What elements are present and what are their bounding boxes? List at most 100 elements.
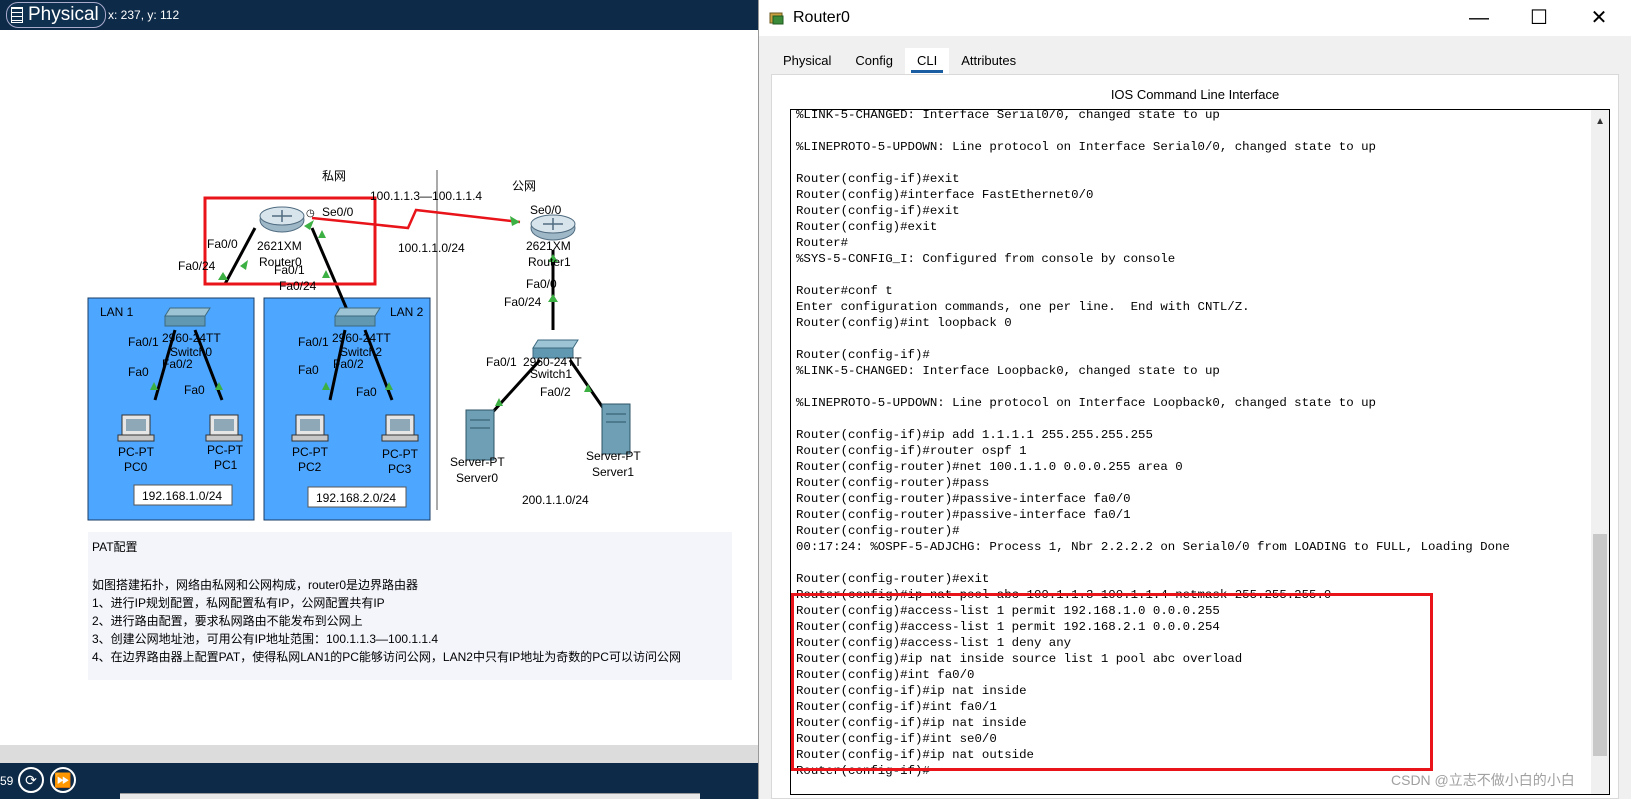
link-sw0-pc0 bbox=[153, 329, 177, 401]
server1-device[interactable] bbox=[601, 403, 631, 455]
window-titlebar[interactable]: Router0 — ☐ ✕ bbox=[759, 0, 1631, 36]
lan1-label: LAN 1 bbox=[100, 305, 134, 319]
pc0-port: Fa0 bbox=[128, 365, 149, 379]
router0-fa1-port: Fa0/1 bbox=[274, 263, 305, 277]
server0-device[interactable] bbox=[465, 409, 495, 461]
router0-fa0-port: Fa0/0 bbox=[207, 237, 238, 251]
close-button[interactable]: ✕ bbox=[1590, 7, 1608, 29]
sw2-p2-port: Fa0/2 bbox=[333, 357, 364, 371]
serial-network-label: 100.1.1.0/24 bbox=[398, 241, 465, 255]
lan2-area bbox=[263, 297, 431, 521]
switch2-name: Switch2 bbox=[340, 345, 382, 359]
router1-model: 2621XM bbox=[526, 239, 571, 253]
sw0-p1-port: Fa0/1 bbox=[128, 335, 159, 349]
fast-forward-icon: ⏩ bbox=[54, 772, 72, 788]
switch1-name: Switch1 bbox=[530, 367, 572, 381]
server1-name: Server1 bbox=[592, 465, 634, 479]
switch0-device[interactable] bbox=[164, 307, 211, 327]
switch2-device[interactable] bbox=[334, 307, 381, 327]
pc1-name: PC1 bbox=[214, 458, 238, 472]
public-subnet: 200.1.1.0/24 bbox=[522, 493, 589, 507]
description-line: 1、进行IP规划配置，私网配置私有IP，公网配置共有IP bbox=[92, 596, 385, 610]
switch0-model: 2960-24TT bbox=[162, 331, 221, 345]
router1-name: Router1 bbox=[528, 255, 571, 269]
physical-mode-button[interactable]: Physical bbox=[6, 2, 106, 28]
description-line: 2、进行路由配置，要求私网路由不能发布到公网上 bbox=[92, 614, 363, 628]
description-line: 如图搭建拓扑，网络由私网和公网构成，router0是边界路由器 bbox=[92, 578, 419, 592]
pc2-port: Fa0 bbox=[298, 363, 319, 377]
lan1-subnet: 192.168.1.0/24 bbox=[142, 489, 222, 503]
pc0-device[interactable] bbox=[117, 414, 155, 442]
pc3-type: PC-PT bbox=[382, 447, 419, 461]
network-topology[interactable]: 私网 公网 100.1.1.3—100.1.1.4 100.1.1.0/24 ◷… bbox=[0, 30, 758, 540]
private-network-label: 私网 bbox=[322, 169, 346, 183]
fast-forward-button[interactable]: ⏩ bbox=[50, 767, 76, 793]
router1-device[interactable] bbox=[530, 214, 576, 241]
lan1-subnet-box bbox=[133, 484, 233, 506]
tab-attributes[interactable]: Attributes bbox=[949, 48, 1029, 74]
router1-se-port: Se0/0 bbox=[530, 203, 562, 217]
sw1-uplink-port: Fa0/24 bbox=[504, 295, 542, 309]
pc3-port: Fa0 bbox=[356, 385, 377, 399]
pc1-type: PC-PT bbox=[207, 443, 244, 457]
clock-icon: ◷ bbox=[306, 208, 315, 219]
tab-cli[interactable]: CLI bbox=[905, 48, 950, 74]
router0-se-port: Se0/0 bbox=[322, 205, 354, 219]
pool-range-label: 100.1.1.3—100.1.1.4 bbox=[370, 189, 482, 203]
window-title: Router0 bbox=[793, 9, 850, 26]
terminal-scrollbar[interactable]: ▲ bbox=[1591, 110, 1609, 794]
pc2-name: PC2 bbox=[298, 460, 322, 474]
pc1-port: Fa0 bbox=[184, 383, 205, 397]
task-description: PAT配置 如图搭建拓扑，网络由私网和公网构成，router0是边界路由器 1、… bbox=[88, 532, 732, 680]
link-r0-sw2 bbox=[310, 227, 350, 313]
description-title: PAT配置 bbox=[92, 540, 138, 554]
sw0-p2-port: Fa0/2 bbox=[162, 357, 193, 371]
sw0-uplink-port: Fa0/24 bbox=[178, 259, 216, 273]
time-display: 59 bbox=[0, 774, 14, 788]
router0-device[interactable] bbox=[259, 206, 305, 233]
pc2-device[interactable] bbox=[291, 414, 329, 442]
pc2-type: PC-PT bbox=[292, 445, 329, 459]
link-sw2-pc2 bbox=[328, 329, 347, 401]
cli-panel: IOS Command Line Interface %LINK-5-CHANG… bbox=[771, 74, 1619, 799]
scroll-thumb[interactable] bbox=[1593, 534, 1607, 756]
device-tabs: Physical Config CLI Attributes bbox=[771, 48, 1029, 74]
maximize-button[interactable]: ☐ bbox=[1530, 7, 1548, 29]
server0-name: Server0 bbox=[456, 471, 498, 485]
server0-type: Server-PT bbox=[450, 455, 505, 469]
tab-physical[interactable]: Physical bbox=[771, 48, 844, 74]
workspace[interactable]: Physical x: 237, y: 112 bbox=[0, 0, 758, 799]
public-network-label: 公网 bbox=[512, 179, 536, 193]
server1-type: Server-PT bbox=[586, 449, 641, 463]
tab-config[interactable]: Config bbox=[843, 48, 905, 74]
switch2-model: 2960-24TT bbox=[332, 331, 391, 345]
lan2-label: LAN 2 bbox=[390, 305, 424, 319]
description-line: 4、在边界路由器上配置PAT，使得私网LAN1的PC能够访问公网，LAN2中只有… bbox=[92, 650, 681, 664]
terminal-output: %LINK-5-CHANGED: Interface Serial0/0, ch… bbox=[796, 109, 1510, 778]
sw2-p1-port: Fa0/1 bbox=[298, 335, 329, 349]
switch1-model: 2960-24TT bbox=[523, 355, 582, 369]
pc1-device[interactable] bbox=[205, 414, 243, 442]
router0-name: Router0 bbox=[259, 255, 302, 269]
scroll-up-icon[interactable]: ▲ bbox=[1595, 116, 1605, 127]
timeline-track[interactable] bbox=[0, 745, 758, 763]
router1-fa0-port: Fa0/0 bbox=[526, 277, 557, 291]
minimize-button[interactable]: — bbox=[1469, 7, 1489, 29]
lan2-subnet: 192.168.2.0/24 bbox=[316, 491, 396, 505]
cli-title: IOS Command Line Interface bbox=[1110, 87, 1280, 102]
pc3-name: PC3 bbox=[388, 462, 412, 476]
switch1-device[interactable] bbox=[532, 339, 579, 359]
lan1-area bbox=[87, 297, 255, 521]
physical-view-icon bbox=[11, 7, 23, 23]
serial-link bbox=[311, 208, 521, 230]
cli-terminal[interactable]: %LINK-5-CHANGED: Interface Serial0/0, ch… bbox=[790, 109, 1610, 795]
sw1-p2-port: Fa0/2 bbox=[540, 385, 571, 399]
reset-time-button[interactable]: ⟳ bbox=[18, 767, 44, 793]
sw1-p1-port: Fa0/1 bbox=[486, 355, 517, 369]
sw2-uplink-port: Fa0/24 bbox=[279, 279, 317, 293]
router0-highlight-box bbox=[203, 196, 377, 286]
switch0-name: Switch0 bbox=[170, 345, 212, 359]
pc3-device[interactable] bbox=[381, 414, 419, 442]
description-line: 3、创建公网地址池，可用公有IP地址范围：100.1.1.3—100.1.1.4 bbox=[92, 632, 439, 646]
router0-model: 2621XM bbox=[257, 239, 302, 253]
